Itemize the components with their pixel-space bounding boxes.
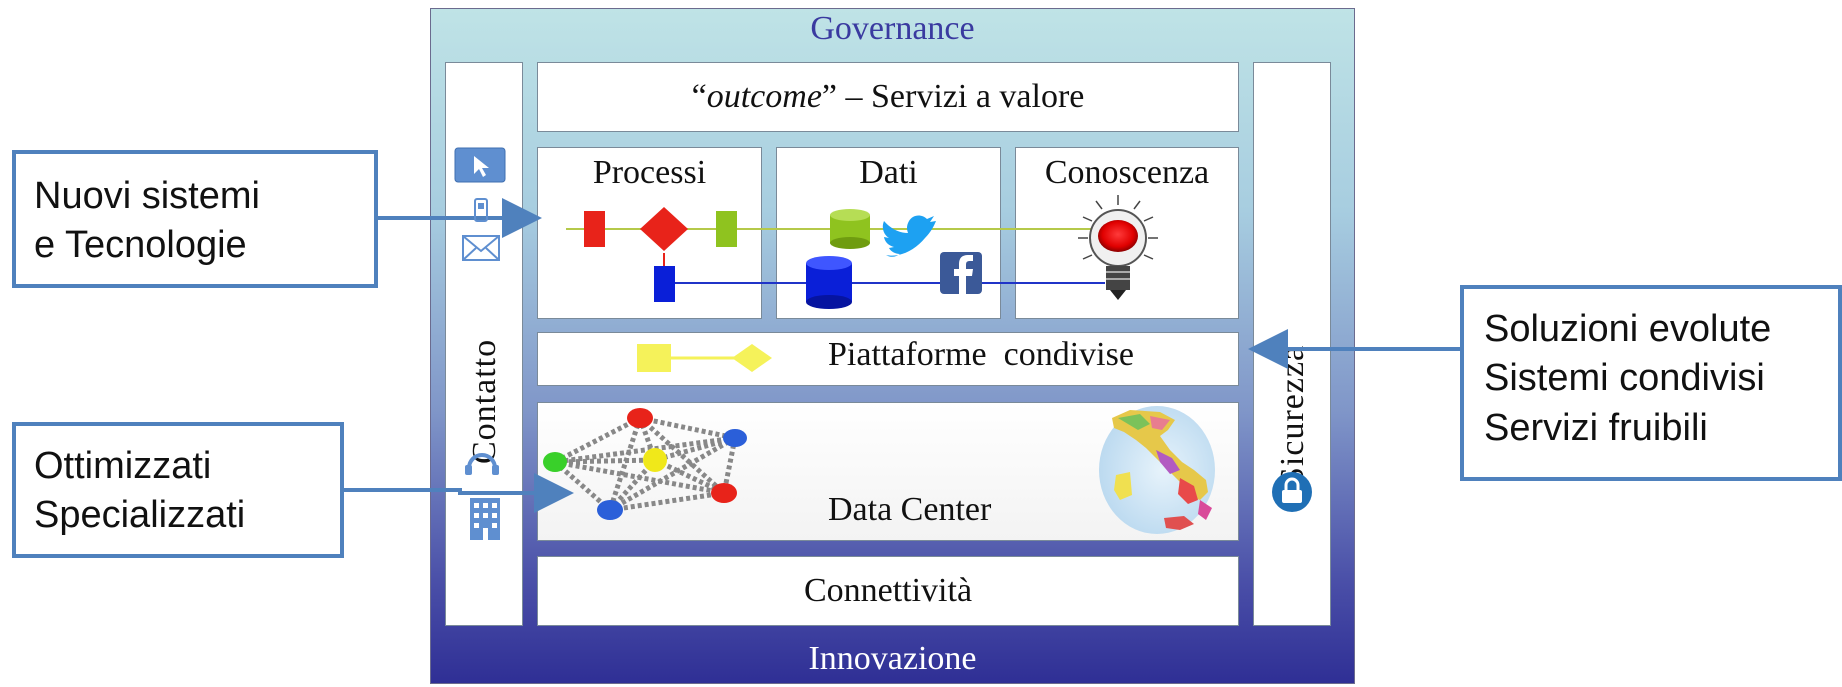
- callout-soluzioni-line-3: Servizi fruibili: [1484, 406, 1708, 449]
- piattaforme-label: Piattaforme condivise: [828, 336, 1134, 373]
- callout-ottimizzati-line-2: Specializzati: [34, 494, 246, 537]
- network-node-blue-right: [723, 429, 747, 447]
- database-green-icon: [830, 209, 870, 249]
- outcome-emphasis: outcome: [706, 78, 822, 115]
- platform-connector: [637, 344, 772, 372]
- callout-nuovi-line-1: Nuovi sistemi: [34, 175, 260, 217]
- network-node-green: [543, 452, 567, 472]
- outcome-text: ” – Servizi a valore: [821, 78, 1085, 115]
- decision-diamond: [640, 207, 688, 251]
- callout-ottimizzati-line-1: Ottimizzati: [34, 445, 212, 487]
- arrow-ottimizzati: [344, 473, 574, 513]
- callout-ottimizzati: Ottimizzati Specializzati: [12, 422, 344, 558]
- callout-nuovi-line-2: e Tecnologie: [34, 224, 247, 267]
- network-node-red-top: [627, 408, 653, 428]
- database-blue-icon: [806, 256, 852, 309]
- mobile-phone-icon: [474, 198, 488, 222]
- conoscenza-title: Conoscenza: [1044, 154, 1210, 191]
- envelope-icon: [462, 235, 500, 261]
- callout-soluzioni-line-1: Soluzioni evolute: [1484, 308, 1772, 350]
- innovazione-title: Innovazione: [808, 640, 977, 677]
- connettivita-box: Connettività: [537, 556, 1239, 626]
- process-step-green: [716, 211, 737, 247]
- datacenter-label: Data Center: [828, 491, 992, 528]
- dati-title: Dati: [859, 154, 918, 191]
- network-node-red-bottom: [711, 483, 737, 503]
- processi-title: Processi: [592, 154, 707, 191]
- process-start-shape: [584, 211, 605, 247]
- callout-nuovi-sistemi: Nuovi sistemi e Tecnologie: [12, 150, 378, 288]
- network-node-yellow: [643, 448, 667, 472]
- outcome-box: “outcome” – Servizi a valore: [537, 62, 1239, 132]
- process-step-blue: [654, 266, 675, 302]
- twitter-bird-icon: [882, 215, 936, 257]
- building-icon: [470, 498, 500, 540]
- governance-title: Governance: [810, 10, 975, 47]
- facebook-icon: [940, 252, 982, 294]
- network-node-blue-bottom: [597, 500, 623, 520]
- headset-icon: [465, 453, 499, 475]
- outcome-quote-open: “: [691, 78, 707, 115]
- network-graph: [543, 408, 747, 520]
- callout-soluzioni-line-2: Sistemi condivisi: [1484, 357, 1765, 400]
- italy-map-icon: [1099, 406, 1215, 534]
- callout-soluzioni: Soluzioni evolute Sistemi condivisi Serv…: [1460, 285, 1842, 481]
- lightbulb-icon: [1078, 195, 1158, 300]
- lock-icon: [1272, 472, 1312, 512]
- cursor-icon: [454, 147, 506, 183]
